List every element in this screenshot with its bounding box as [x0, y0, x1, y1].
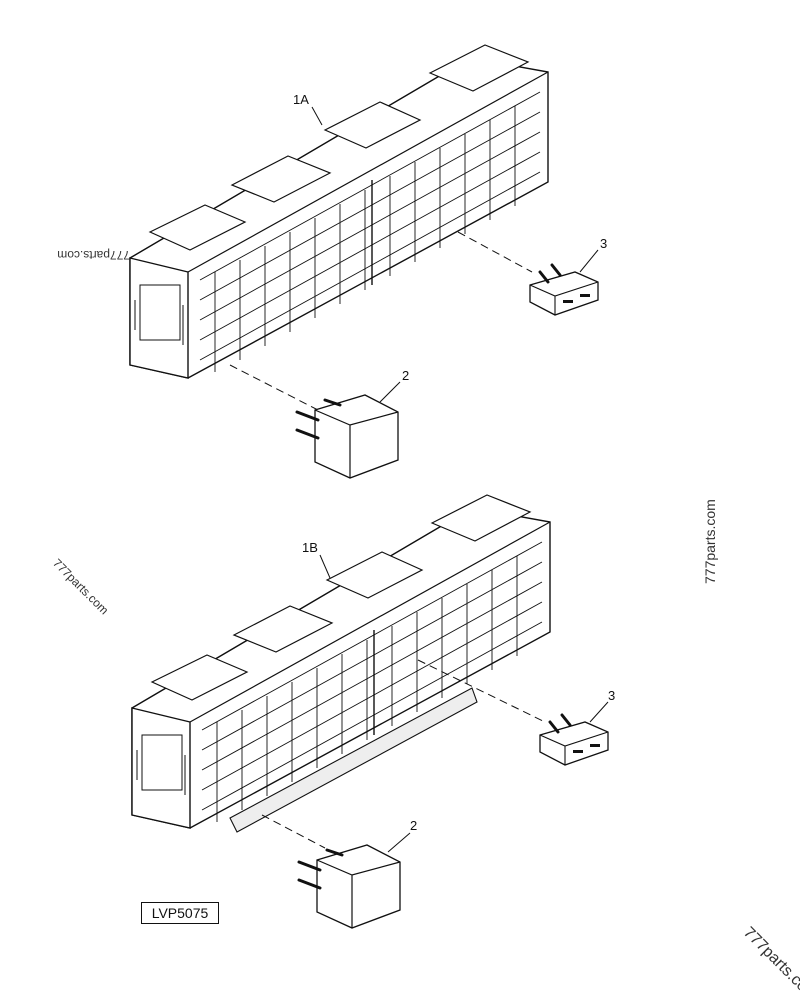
dash-line-relay-bottom [261, 814, 326, 849]
dash-line-relay-top [229, 364, 319, 411]
callout-2-bottom: 2 [410, 818, 417, 833]
drawing-code-label: LVP5075 [141, 902, 219, 924]
watermark-text: 777parts.com [702, 499, 718, 584]
relay-block-top [129, 44, 549, 379]
callout-1b: 1B [302, 540, 318, 555]
relay-bottom [297, 843, 402, 930]
fuse-top [528, 263, 600, 317]
dash-line-fuse-top [457, 231, 533, 273]
callout-3-top: 3 [600, 236, 607, 251]
callout-2-top: 2 [402, 368, 409, 383]
dash-line-fuse-bottom [417, 659, 546, 723]
callout-3-bottom: 3 [608, 688, 615, 703]
fuse-bottom [538, 713, 610, 767]
callout-1a: 1A [293, 92, 309, 107]
relay-block-bottom [131, 494, 551, 833]
parts-diagram: 1A 2 3 1B 2 3 [129, 44, 615, 930]
watermark-text: 777parts.com [57, 248, 130, 262]
